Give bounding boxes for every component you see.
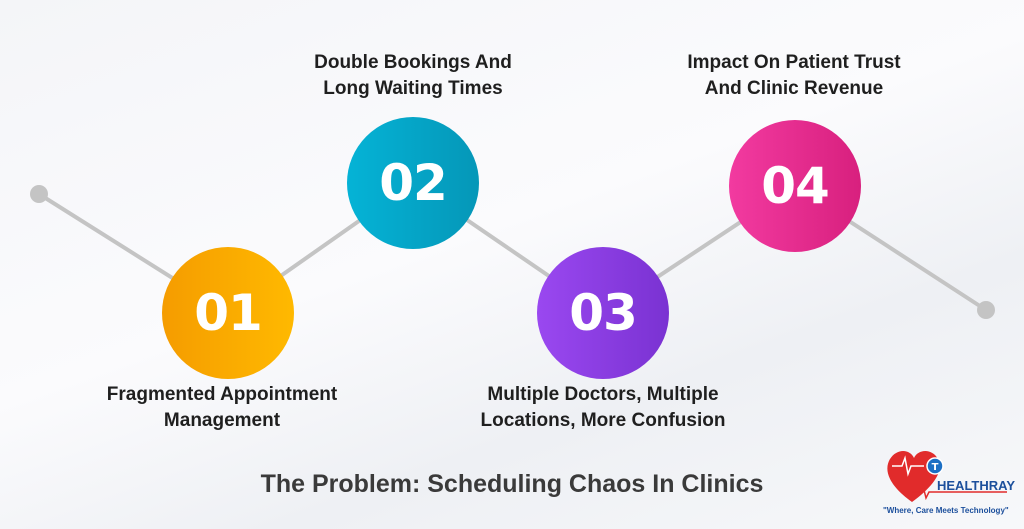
step-01-label: Fragmented Appointment Management	[72, 382, 372, 434]
step-04-circle: 04	[729, 120, 861, 252]
svg-text:T: T	[932, 462, 939, 473]
label-line: Fragmented Appointment	[106, 384, 338, 405]
start-dot	[30, 185, 48, 203]
step-03-circle: 03	[537, 247, 669, 379]
logo-brand: HEALTHRAY	[937, 478, 1016, 493]
healthray-heart-logo-icon: T	[887, 451, 1007, 502]
step-03-label: Multiple Doctors, Multiple Locations, Mo…	[453, 382, 753, 434]
label-line: Management	[163, 410, 281, 431]
label-line: Locations, More Confusion	[480, 410, 726, 431]
logo-tagline: "Where, Care Meets Technology"	[883, 506, 1009, 515]
label-line: Impact On Patient Trust	[687, 52, 901, 73]
label-line: And Clinic Revenue	[704, 78, 884, 99]
page-title: The Problem: Scheduling Chaos In Clinics	[260, 470, 764, 498]
step-02-label: Double Bookings And Long Waiting Times	[263, 50, 563, 102]
label-line: Long Waiting Times	[323, 78, 503, 99]
step-04-label: Impact On Patient Trust And Clinic Reven…	[644, 50, 944, 102]
label-line: Double Bookings And	[314, 52, 512, 73]
label-line: Multiple Doctors, Multiple	[487, 384, 719, 405]
step-01-circle: 01	[162, 247, 294, 379]
end-dot	[977, 301, 995, 319]
step-02-circle: 02	[347, 117, 479, 249]
